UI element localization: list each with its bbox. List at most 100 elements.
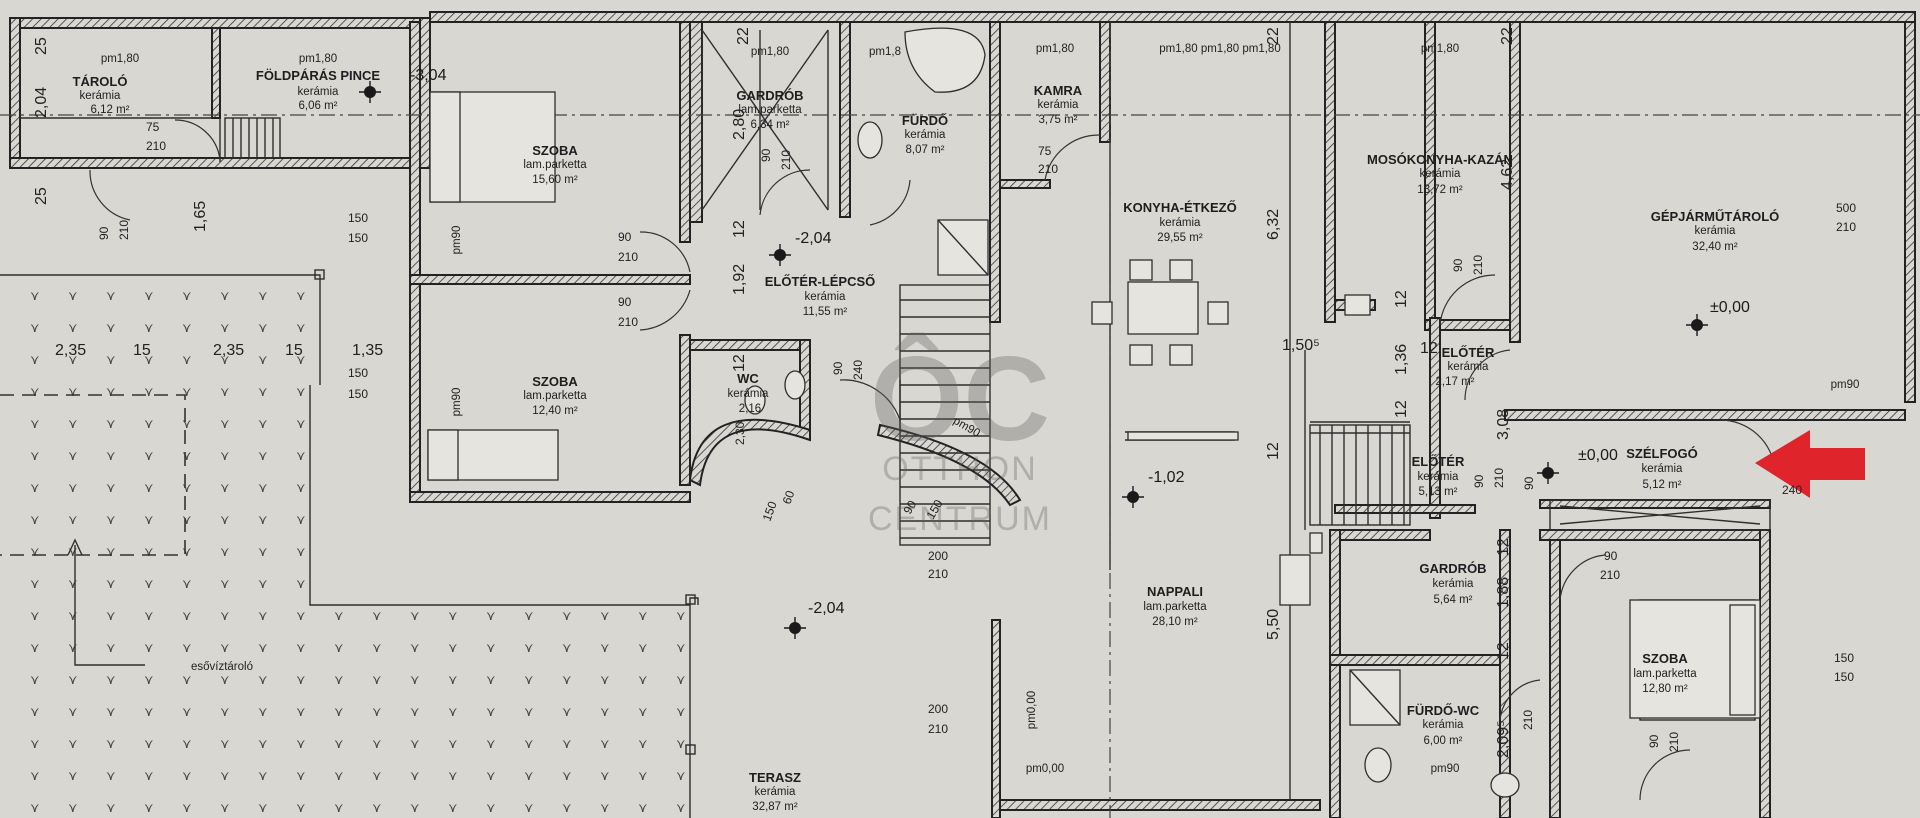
grass-symbol: ⋎ (144, 385, 154, 400)
grass-symbol: ⋎ (182, 609, 192, 624)
entrance-arrow (1755, 430, 1865, 498)
dim-90f: 90 (900, 498, 919, 517)
label-esoviztarolo: esővíztároló (191, 661, 253, 673)
grass-symbol: ⋎ (144, 417, 154, 432)
grass-symbol: ⋎ (144, 513, 154, 528)
grass-symbol: ⋎ (106, 417, 116, 432)
grass-symbol: ⋎ (106, 321, 116, 336)
grass-symbol: ⋎ (30, 673, 40, 688)
room-finish-gardrob1: lam.parketta (738, 104, 802, 116)
grass-symbol: ⋎ (258, 481, 268, 496)
dim-188: 1,88 (1495, 577, 1512, 608)
grass-symbol: ⋎ (448, 737, 458, 752)
label-pm90-szoba1: pm90 (451, 226, 463, 255)
grass-symbol: ⋎ (144, 321, 154, 336)
grass-symbol: ⋎ (296, 577, 306, 592)
dim-200a: 200 (928, 549, 948, 563)
grass-symbol: ⋎ (638, 641, 648, 656)
dim-75b: 75 (1038, 144, 1052, 158)
dim-150b: 150 (348, 231, 368, 245)
dim-240: 240 (851, 360, 865, 380)
room-height-furdo: pm1,8 (869, 46, 901, 58)
dim-210f: 210 (928, 567, 948, 581)
grass-symbol: ⋎ (562, 609, 572, 624)
garden-hatch-area: ⋎ ⋎ ⋎ ⋎ ⋎ ⋎ ⋎ ⋎ ⋎ ⋎ ⋎ ⋎ ⋎ ⋎ ⋎ ⋎ ⋎ ⋎ ⋎ ⋎ ⋎ ⋎ ⋎ ⋎ ⋎ ⋎ ⋎ ⋎ ⋎ ⋎ ⋎ ⋎ ⋎ ⋎ ⋎ ⋎ ⋎ ⋎ ⋎ ⋎… (30, 289, 686, 816)
grass-symbol: ⋎ (220, 609, 230, 624)
grass-symbol: ⋎ (30, 289, 40, 304)
grass-symbol: ⋎ (334, 769, 344, 784)
level-terasz: -2,04 (808, 600, 845, 617)
level-markers (359, 81, 1708, 639)
grass-symbol: ⋎ (106, 641, 116, 656)
grass-symbol: ⋎ (220, 737, 230, 752)
dim-192: 1,92 (731, 264, 748, 295)
grass-symbol: ⋎ (372, 769, 382, 784)
grass-symbol: ⋎ (296, 289, 306, 304)
grass-symbol: ⋎ (562, 801, 572, 816)
room-name-szelfogo: SZÉLFOGÓ (1626, 446, 1698, 461)
grass-symbol: ⋎ (106, 609, 116, 624)
room-finish-konyha: kerámia (1160, 217, 1202, 229)
grass-symbol: ⋎ (296, 609, 306, 624)
level-marker-icon (1686, 314, 1708, 336)
grass-symbol: ⋎ (182, 289, 192, 304)
grass-symbol: ⋎ (296, 353, 306, 368)
grass-symbol: ⋎ (68, 673, 78, 688)
grass-symbol: ⋎ (486, 609, 496, 624)
grass-symbol: ⋎ (448, 641, 458, 656)
grass-symbol: ⋎ (144, 641, 154, 656)
grass-symbol: ⋎ (220, 641, 230, 656)
grass-symbol: ⋎ (562, 641, 572, 656)
grass-symbol: ⋎ (182, 577, 192, 592)
grass-symbol: ⋎ (524, 769, 534, 784)
room-name-wc: WC (737, 371, 759, 386)
room-labels: pm1,80 TÁROLÓ kerámia 6,12 m² pm1,80 FÖL… (73, 43, 1780, 813)
dim-90d: 90 (759, 148, 773, 162)
level-garazs: ±0,00 (1710, 299, 1750, 316)
dim-136: 1,36 (1393, 344, 1410, 375)
room-name-furdo: FÜRDŐ (902, 113, 948, 128)
grass-symbol: ⋎ (106, 449, 116, 464)
room-finish-gardrob2: kerámia (1433, 578, 1475, 590)
grass-symbol: ⋎ (30, 769, 40, 784)
label-pm0-vertical: pm0,00 (1026, 691, 1038, 729)
grass-symbol: ⋎ (30, 481, 40, 496)
grass-symbol: ⋎ (30, 705, 40, 720)
grass-symbol: ⋎ (562, 673, 572, 688)
grass-symbol: ⋎ (144, 481, 154, 496)
grass-symbol: ⋎ (296, 769, 306, 784)
grass-symbol: ⋎ (562, 737, 572, 752)
label-pm90-garazs: pm90 (1831, 379, 1860, 391)
dimension-labels: 25 2,04 25 75 210 90 210 1,65 150 150 2,… (33, 27, 1856, 758)
room-name-kamra: KAMRA (1034, 83, 1083, 98)
dim-210b: 210 (117, 220, 131, 240)
grass-symbol: ⋎ (296, 481, 306, 496)
level-pince: -3,04 (410, 67, 447, 84)
grass-symbol: ⋎ (144, 769, 154, 784)
grass-symbol: ⋎ (372, 801, 382, 816)
room-name-eloter1: ELŐTÉR (1442, 345, 1495, 360)
grass-symbol: ⋎ (220, 385, 230, 400)
dim-12a: 12 (731, 220, 748, 238)
room-area-pince: 6,06 m² (299, 100, 338, 112)
room-height-taroló: pm1,80 (101, 53, 139, 65)
grass-symbol: ⋎ (68, 737, 78, 752)
grass-symbol: ⋎ (106, 353, 116, 368)
grass-symbol: ⋎ (258, 737, 268, 752)
dim-210n: 210 (1667, 732, 1681, 752)
room-height-kamra: pm1,80 (1036, 43, 1074, 55)
grass-symbol: ⋎ (486, 673, 496, 688)
grass-symbol: ⋎ (258, 513, 268, 528)
room-name-szoba2: SZOBA (532, 374, 578, 389)
grass-symbol: ⋎ (334, 673, 344, 688)
room-height-moso: pm1,80 (1421, 43, 1459, 55)
grass-symbol: ⋎ (410, 801, 420, 816)
grass-symbol: ⋎ (30, 545, 40, 560)
grass-symbol: ⋎ (258, 609, 268, 624)
dim-204: 2,04 (33, 87, 50, 118)
watermark-monogram: ÔC (870, 331, 1050, 466)
grass-symbol: ⋎ (600, 673, 610, 688)
room-area-eloter2: 5,13 m² (1419, 486, 1458, 498)
grass-symbol: ⋎ (182, 385, 192, 400)
grass-symbol: ⋎ (30, 321, 40, 336)
